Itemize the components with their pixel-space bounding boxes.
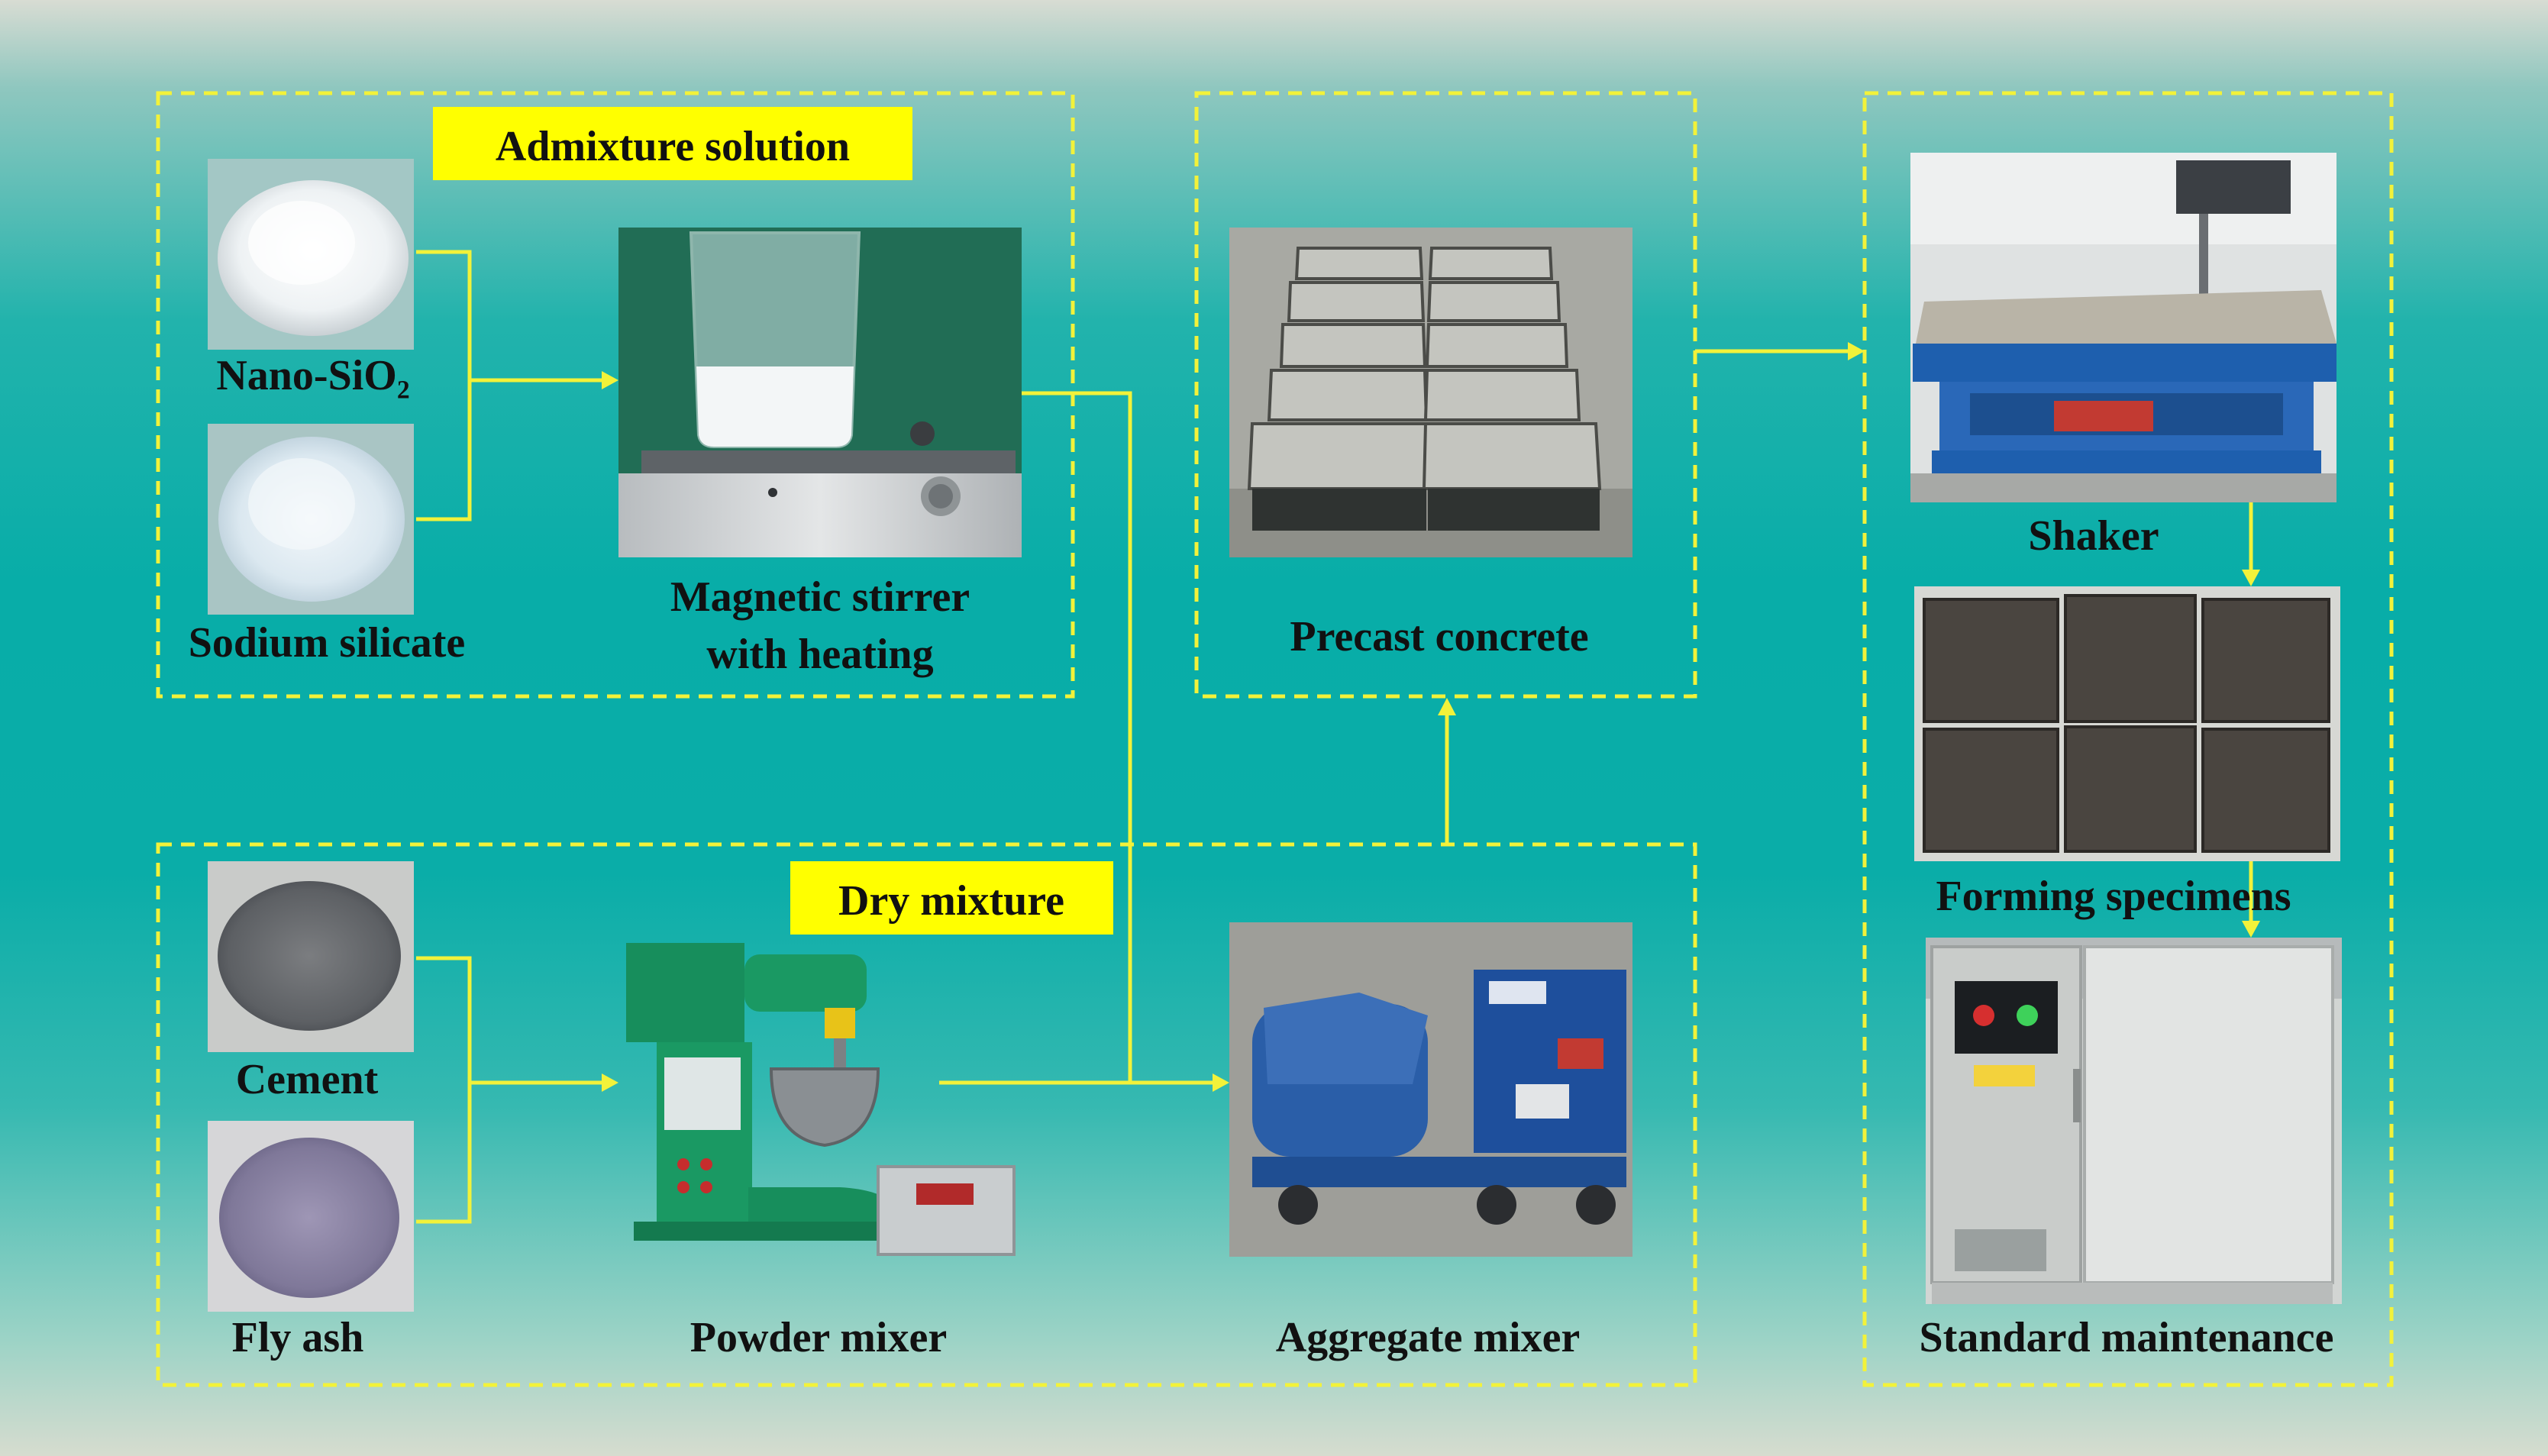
- label-stirrer-line1: Magnetic stirrer: [670, 573, 970, 621]
- shaker-photo: [1910, 153, 2336, 502]
- cement-photo: [208, 861, 414, 1052]
- arrowhead-forming: [2242, 570, 2260, 586]
- nano-sio2-photo: [208, 159, 414, 350]
- label-sodium-silicate: Sodium silicate: [189, 619, 465, 667]
- dry-mixture-title: Dry mixture: [838, 877, 1064, 925]
- forming-specimens-photo: [1914, 586, 2340, 861]
- label-stirrer-line2: with heating: [706, 631, 933, 678]
- standard-maintenance-photo: [1926, 938, 2342, 1304]
- label-aggregate-mixer: Aggregate mixer: [1276, 1314, 1581, 1361]
- flow-connectors: [416, 250, 2260, 1224]
- precast-group-frame: [1194, 91, 1697, 699]
- label-powder-mixer: Powder mixer: [690, 1314, 947, 1361]
- label-fly-ash: Fly ash: [232, 1314, 364, 1361]
- arrowhead-standard: [2242, 921, 2260, 938]
- label-precast-concrete: Precast concrete: [1290, 613, 1588, 660]
- label-nano-sio2: Nano-SiO₂: [216, 352, 409, 399]
- arrowhead-stirrer: [602, 371, 618, 389]
- arrowhead-precast: [1438, 698, 1456, 715]
- arrowhead-aggregate-mixer: [1213, 1073, 1229, 1092]
- precast-concrete-photo: [1229, 228, 1632, 557]
- admixture-title-box: Admixture solution: [433, 107, 912, 180]
- label-cement: Cement: [236, 1056, 379, 1103]
- label-forming-specimens: Forming specimens: [1936, 873, 2291, 920]
- sodium-silicate-photo: [208, 424, 414, 615]
- aggregate-mixer-photo: [1229, 922, 1632, 1257]
- label-standard-maintenance: Standard maintenance: [1920, 1314, 2334, 1361]
- powder-mixer-photo: [626, 943, 1016, 1256]
- dry-mixture-title-box: Dry mixture: [790, 861, 1113, 935]
- curing-group-frame: [1862, 91, 2394, 1387]
- admixture-bracket: [416, 250, 472, 521]
- admixture-title: Admixture solution: [496, 123, 850, 170]
- dry-bracket: [416, 956, 472, 1224]
- arrowhead-powder-mixer: [602, 1073, 618, 1092]
- dry-mixture-group-frame: [156, 842, 1697, 1387]
- fly-ash-photo: [208, 1121, 414, 1312]
- label-shaker: Shaker: [2028, 512, 2159, 560]
- stirrer-to-aggregate-line: [1022, 391, 1132, 1083]
- arrowhead-shaker: [1848, 342, 1865, 360]
- magnetic-stirrer-photo: [618, 228, 1022, 557]
